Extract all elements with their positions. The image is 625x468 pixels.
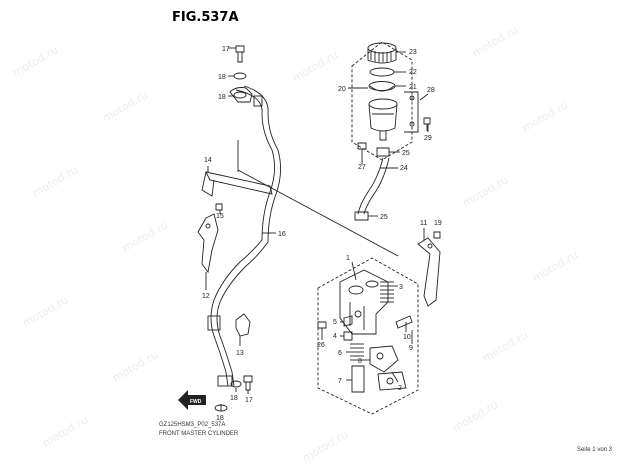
part-label: 14: [204, 157, 212, 164]
guide-bolt: [215, 203, 223, 211]
union-bolt-lower: [243, 375, 253, 391]
part-label: 18: [230, 395, 238, 402]
lever-pin: [395, 315, 413, 329]
part-labels: 23 22 21 20 28 29 25 27 24 25 11 19 1 3 …: [202, 46, 442, 422]
part-label: 22: [409, 69, 417, 76]
part-label: 15: [216, 213, 224, 220]
part-label: 12: [202, 293, 210, 300]
part-label: 18: [218, 94, 226, 101]
hose-clamp-13: [235, 313, 251, 337]
gasket-upper-2: [233, 91, 247, 99]
footer-model-code: GZ125HSM3_P02_537A: [159, 422, 226, 428]
page-number: Seite 1 von 3: [576, 447, 612, 453]
part-4: [343, 331, 353, 341]
bracket-bolt: [423, 117, 431, 131]
return-spring: [350, 343, 364, 361]
reservoir-body: [368, 98, 398, 141]
part-label: 19: [434, 220, 442, 227]
part-label: 25: [380, 214, 388, 221]
part-label: 11: [420, 220, 427, 227]
switch-bracket: [417, 237, 441, 307]
part-label: 24: [400, 165, 408, 172]
part-label: 7: [338, 378, 342, 385]
piston-spring: [380, 281, 394, 303]
part-label: 8: [358, 358, 362, 365]
reservoir-diaphragm: [368, 81, 396, 92]
part-label: 1: [346, 255, 350, 262]
hose-guide-14: [201, 171, 273, 197]
part-label: 2: [398, 385, 402, 392]
part-label: 28: [427, 87, 435, 94]
part-label: 27: [358, 164, 366, 171]
leader-main: [237, 169, 399, 257]
part-label: 10: [403, 334, 411, 341]
union-bolt-upper: [235, 45, 245, 63]
brake-lever: [369, 345, 407, 391]
footer-section-name: FRONT MASTER CYLINDER: [159, 431, 239, 437]
part-label: 6: [338, 350, 342, 357]
hose-clamp-upper: [376, 147, 390, 157]
reservoir-group-outline: [351, 41, 413, 161]
part-label: 13: [236, 350, 244, 357]
part-label: 3: [399, 284, 403, 291]
reservoir-bracket: [404, 91, 419, 133]
part-label: 17: [222, 46, 230, 53]
part-label: 29: [424, 135, 432, 142]
gasket-upper-1: [233, 72, 247, 80]
brake-hose: [207, 85, 281, 387]
part-label: 20: [338, 86, 346, 93]
part-label: 4: [333, 333, 337, 340]
figure-title: FIG.537A: [172, 10, 239, 25]
gasket-lower-1: [230, 380, 242, 388]
reservoir-bolt: [357, 142, 367, 156]
part-label: 18: [216, 415, 224, 422]
part-label: 5: [333, 319, 337, 326]
part-label: 9: [409, 345, 413, 352]
reservoir-hose: [357, 157, 384, 215]
reservoir-plate: [369, 67, 395, 77]
piston: [351, 365, 365, 393]
mounting-bolt: [317, 321, 327, 338]
front-arrow-label: FWD: [190, 399, 202, 405]
part-label: 23: [409, 49, 417, 56]
part-label: 25: [402, 150, 410, 157]
part-label: 21: [409, 84, 417, 91]
part-5: [343, 315, 353, 327]
bracket-screw: [433, 231, 441, 239]
master-cylinder-outline: [317, 257, 419, 415]
part-label: 18: [218, 74, 226, 81]
hose-clamp-12: [197, 213, 219, 274]
part-label: 26: [317, 342, 325, 349]
part-label: 16: [278, 231, 286, 238]
part-label: 17: [245, 397, 253, 404]
hose-clamp-lower: [354, 211, 369, 221]
front-arrow: FWD: [178, 390, 206, 410]
reservoir-cap: [367, 42, 397, 64]
